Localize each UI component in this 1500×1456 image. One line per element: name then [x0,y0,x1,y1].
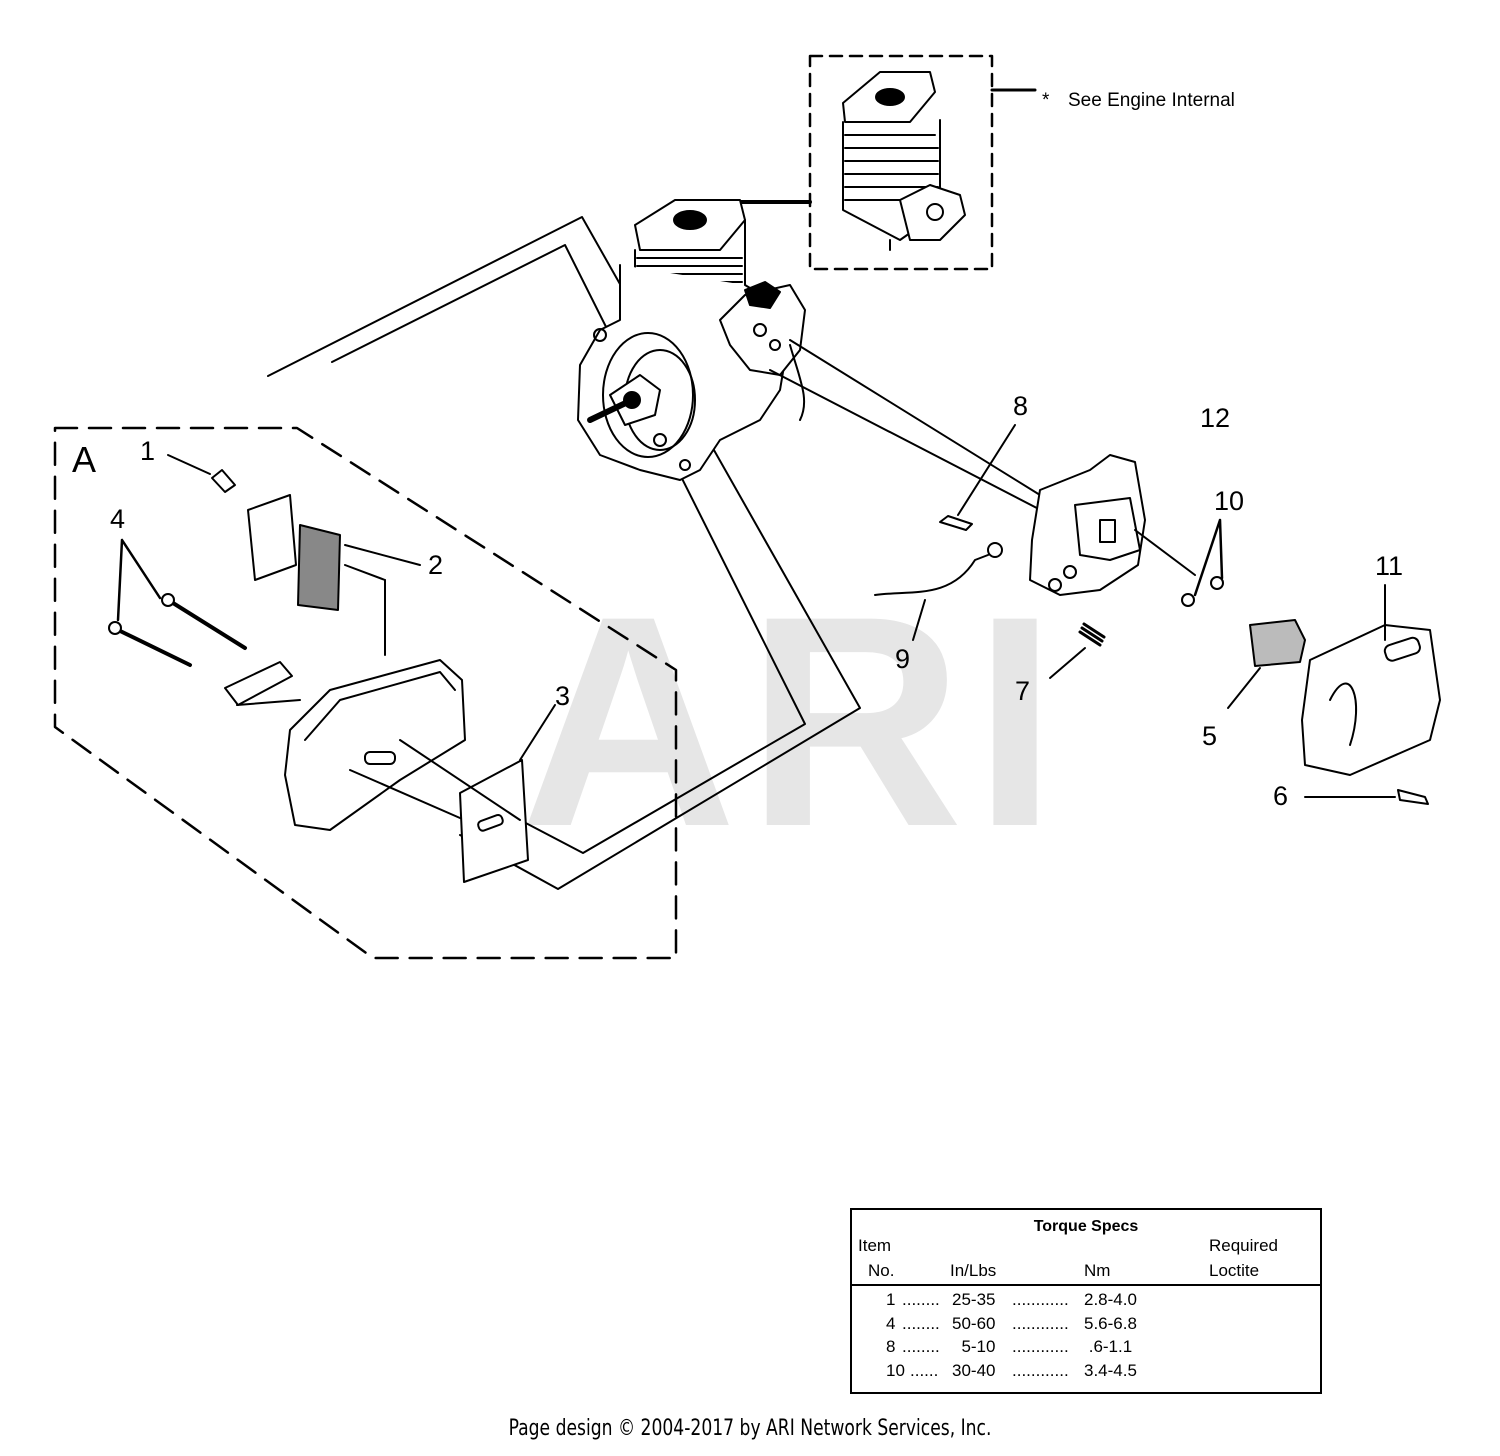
callout-6: 6 [1273,781,1288,811]
bolt-icon [110,625,192,667]
row-leader: ............ [1012,1360,1069,1380]
ground-wire-icon [874,554,989,596]
table-row: 8 ........ 5-10 ............ .6-1.1 [852,1337,1320,1361]
torque-specs-table: Torque Specs Item No. In/Lbs Nm Required… [850,1208,1322,1394]
exhaust-gasket-icon [459,759,529,883]
header-loctite: Loctite [1209,1261,1260,1280]
mount-plane-outline [267,216,861,890]
callout-7: 7 [1015,676,1030,706]
ignition-module-icon [1029,454,1146,596]
row-inlbs: 25-35 [952,1290,996,1309]
row-leader: ........ [902,1313,940,1333]
callout-9: 9 [895,644,910,674]
spark-screen-icon [297,524,341,611]
screw-icon [939,515,973,531]
callout-2: 2 [428,550,443,580]
bolt-icon [163,596,247,650]
note-text: See Engine Internal [1068,90,1235,111]
callout-10: 10 [1214,486,1244,516]
muffler-gasket-icon [224,661,293,706]
watermark: ARI [520,553,1067,889]
header-required: Required [1209,1236,1278,1255]
header-item: Item [858,1236,892,1255]
row-nm: .6-1.1 [1084,1337,1133,1356]
mount-plane-inner-outline [331,244,806,854]
row-item: 1 [886,1290,896,1309]
note-asterisk: * [1042,90,1050,111]
pin-icon [1397,789,1429,805]
engine-internal-box [808,54,994,271]
row-leader: ...... [910,1360,939,1380]
muffler-icon [284,659,466,831]
torque-table-title: Torque Specs [1033,1218,1139,1235]
table-row: 10 ...... 30-40 ............ 3.4-4.5 [852,1361,1320,1385]
table-row: 1 ........ 25-35 ............ 2.8-4.0 [852,1290,1320,1314]
row-leader: ............ [1012,1337,1069,1356]
table-divider [852,1284,1320,1286]
nut-icon [1210,576,1224,590]
header-no: No. [868,1261,895,1280]
page-footer: Page design © 2004-2017 by ARI Network S… [508,1416,992,1441]
nut-icon [1181,593,1195,607]
spring-icon [1078,622,1106,647]
callout-1: 1 [140,436,155,466]
row-nm: 5.6-6.8 [1084,1313,1137,1333]
cylinder-icon [842,71,966,251]
row-inlbs: 50-60 [952,1313,996,1333]
callout-4: 4 [110,504,125,534]
callout-5: 5 [1202,721,1217,751]
header-nm: Nm [1084,1261,1111,1280]
muffler-plate-icon [247,494,297,581]
row-item: 4 [886,1313,896,1333]
row-nm: 3.4-4.5 [1084,1360,1137,1380]
group-a-boundary [53,426,678,960]
engine-assembly-icon [577,199,806,481]
header-inlbs: In/Lbs [950,1261,997,1280]
row-inlbs: 30-40 [952,1360,996,1380]
screw-icon [211,469,236,493]
group-a-label: A [72,439,96,480]
row-item: 10 [886,1360,905,1380]
callout-12: 12 [1200,403,1230,433]
air-filter-cover-icon [1301,624,1441,776]
callout-3: 3 [555,681,570,711]
row-item: 8 [886,1337,896,1356]
row-leader: ........ [902,1337,940,1356]
row-nm: 2.8-4.0 [1084,1290,1137,1309]
callout-11: 11 [1375,551,1403,581]
air-filter-foam-icon [1249,619,1306,667]
callout-8: 8 [1013,391,1028,421]
row-leader: ........ [902,1290,940,1309]
torque-rows: 1 ........ 25-35 ............ 2.8-4.0 4 … [852,1290,1320,1384]
row-inlbs: 5-10 [952,1337,996,1356]
row-leader: ............ [1012,1290,1069,1309]
table-row: 4 ........ 50-60 ............ 5.6-6.8 [852,1314,1320,1338]
row-leader: ............ [1012,1313,1069,1333]
